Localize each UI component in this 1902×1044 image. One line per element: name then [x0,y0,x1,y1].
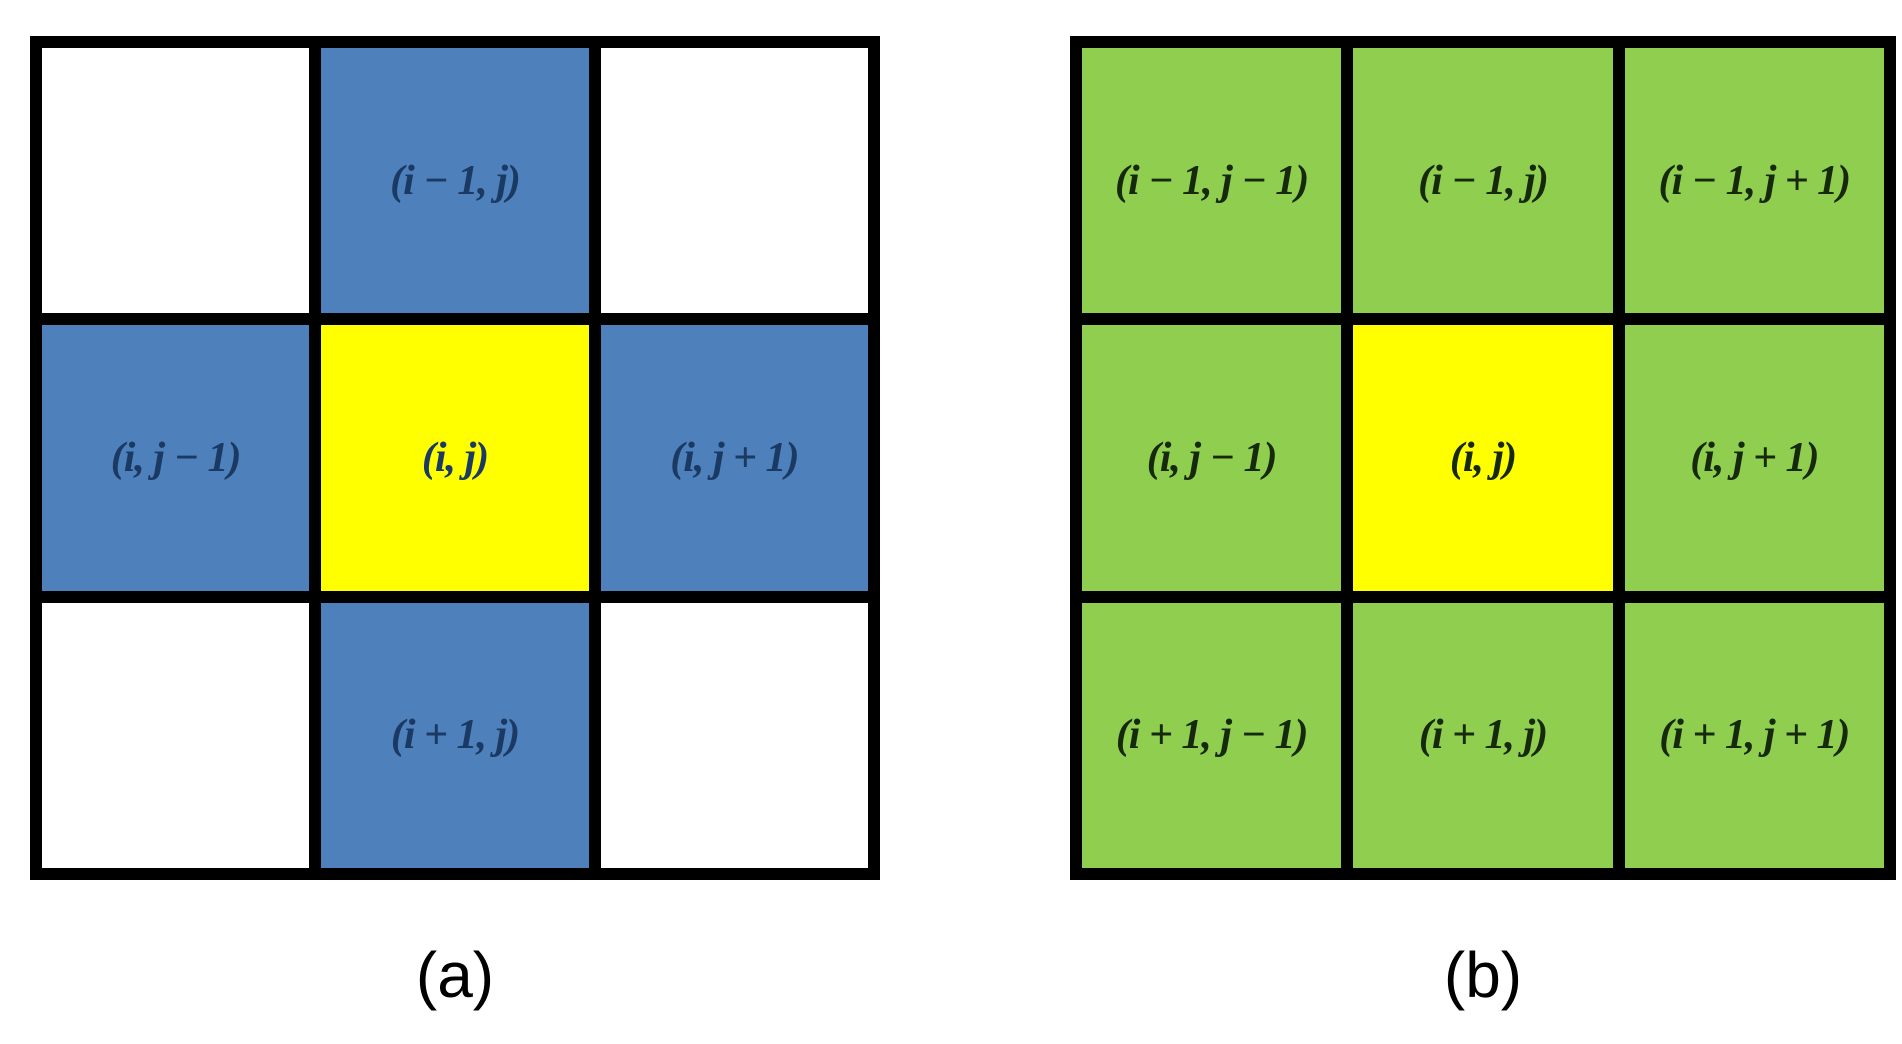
cell-i-j-plus-1: (i, j + 1) [600,325,868,591]
cell-center-i-j: (i, j) [1353,325,1613,591]
cell-i-minus-1-j: (i − 1, j) [321,48,589,314]
cell-corner-bottom-left [42,602,310,868]
cell-i-minus-1-j-minus-1: (i − 1, j − 1) [1082,48,1342,314]
cell-corner-top-left [42,48,310,314]
cell-i-j-plus-1: (i, j + 1) [1624,325,1884,591]
grid-8-neighborhood: (i − 1, j − 1) (i − 1, j) (i − 1, j + 1)… [1070,36,1896,880]
cell-corner-bottom-right [600,602,868,868]
cell-i-plus-1-j-plus-1: (i + 1, j + 1) [1624,602,1884,868]
cell-center-i-j: (i, j) [321,325,589,591]
cell-i-minus-1-j: (i − 1, j) [1353,48,1613,314]
cell-i-j-minus-1: (i, j − 1) [42,325,310,591]
cell-i-minus-1-j-plus-1: (i − 1, j + 1) [1624,48,1884,314]
caption-b: (b) [1443,939,1523,1011]
caption-a: (a) [415,939,495,1011]
cell-i-plus-1-j: (i + 1, j) [321,602,589,868]
cell-i-j-minus-1: (i, j − 1) [1082,325,1342,591]
cell-corner-top-right [600,48,868,314]
grid-4-neighborhood: (i − 1, j) (i, j − 1) (i, j) (i, j + 1) … [30,36,880,880]
cell-i-plus-1-j-minus-1: (i + 1, j − 1) [1082,602,1342,868]
cell-i-plus-1-j: (i + 1, j) [1353,602,1613,868]
